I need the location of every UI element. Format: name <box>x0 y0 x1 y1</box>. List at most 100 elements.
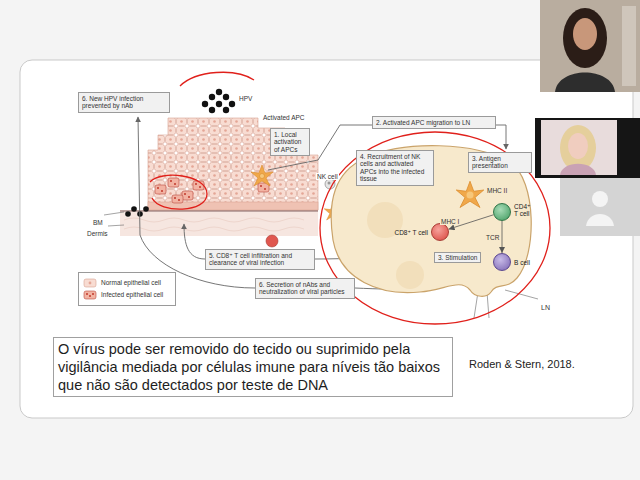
legend-swatch <box>89 295 91 297</box>
follicle <box>396 261 424 289</box>
annotation: MHC II <box>486 179 508 197</box>
presenter-video <box>573 18 597 50</box>
participant-avatar <box>586 214 614 226</box>
legend-swatch <box>92 293 94 295</box>
dermis <box>124 218 304 231</box>
participant-avatar <box>560 178 640 236</box>
callout-box: 3. Stimulation <box>434 246 481 264</box>
legend-swatch <box>84 279 96 287</box>
label-text: TCR <box>485 234 500 241</box>
callout-text: 2. Activated APC migration to LN <box>376 119 492 126</box>
participant-video <box>535 118 640 178</box>
infected-cells <box>184 193 186 195</box>
infected-cells <box>155 185 166 194</box>
basement-membrane <box>120 210 318 211</box>
lymph-node-outline <box>331 146 531 297</box>
infected-cells <box>170 180 172 182</box>
label-text: Dermis <box>86 230 109 237</box>
infiltrating-t-cell <box>266 235 278 247</box>
participant-avatar <box>592 191 608 207</box>
infected-cells <box>155 178 269 203</box>
caption-text: O vírus pode ser removido do tecido ou s… <box>58 340 448 394</box>
annotation: Roden & Stern, 2018. <box>468 354 576 372</box>
slide-frame <box>20 60 633 418</box>
presenter-video <box>540 0 640 92</box>
dermis <box>120 212 318 236</box>
infected-cells <box>182 191 193 200</box>
label-text: Activated APC <box>262 114 306 121</box>
hpv-virions <box>209 94 215 100</box>
participant-video <box>541 120 617 175</box>
hpv-virions <box>125 211 131 217</box>
infected-cells <box>178 199 180 201</box>
label-text: HPV <box>238 95 253 102</box>
presenter-video <box>540 0 640 92</box>
legend-swatch <box>83 278 97 288</box>
callout-box: 5. CD8⁺ T cell infiltration and clearanc… <box>205 249 315 270</box>
infected-cells <box>168 178 179 187</box>
annotation: Activated APC <box>262 106 306 124</box>
infected-cells <box>161 190 163 192</box>
hpv-virions <box>143 206 149 212</box>
infected-cells <box>157 180 266 201</box>
label-text: MHC I <box>440 218 460 225</box>
infected-cells <box>193 181 204 190</box>
legend-row: Infected epithelial cell <box>83 290 171 300</box>
hpv-virions <box>131 206 137 212</box>
leader-lines <box>108 225 124 226</box>
infected-cells <box>195 183 197 185</box>
legend-swatch <box>84 291 96 299</box>
legend: Normal epithelial cellInfected epithelia… <box>78 272 176 306</box>
callout-box: 4. Recruitment of NK cells and activated… <box>356 150 434 186</box>
cell-label: CD8⁺ T cell <box>386 229 428 236</box>
cell-label: B cell <box>514 259 530 266</box>
cell-circle: CD8⁺ T cell <box>431 223 449 241</box>
cell-label: CD4⁺ T cell <box>514 203 534 218</box>
hpv-virions <box>216 101 222 107</box>
hpv-virions <box>223 107 229 113</box>
node-label: LN <box>540 304 551 312</box>
presenter-video <box>555 73 615 93</box>
callout-box: 6. Secretion of nAbs and neutralization … <box>255 278 355 299</box>
infected-cells <box>157 187 159 189</box>
legend-text: Normal epithelial cell <box>101 279 161 286</box>
legend-text: Infected epithelial cell <box>101 291 163 298</box>
participant-video <box>568 133 588 159</box>
annotation: BM <box>92 211 104 229</box>
activated-apc <box>260 174 265 179</box>
label-text: MHC II <box>486 187 508 194</box>
dermis <box>120 212 318 236</box>
callout-text: 1. Local activation of APCs <box>274 131 306 153</box>
participant-video <box>560 125 596 171</box>
legend-swatch <box>89 282 92 285</box>
stimulation-arrow <box>502 221 503 253</box>
cell-circle: B cell <box>493 253 511 271</box>
nk-cell <box>328 182 331 185</box>
callout-box: 1. Local activation of APCs <box>270 128 310 156</box>
infected-cells <box>260 185 262 187</box>
hpv-virions <box>202 101 208 107</box>
infected-cells <box>172 195 183 203</box>
antigen-presenting-cell <box>467 192 474 199</box>
callout-box: 2. Activated APC migration to LN <box>372 116 496 129</box>
infected-cells <box>199 186 201 188</box>
annotation: Dermis <box>86 222 109 240</box>
callout-box: 6. New HPV infection prevented by nAb <box>78 92 170 113</box>
annotation: NK cell <box>316 165 339 183</box>
hpv-virions <box>223 94 229 100</box>
hpv-virions <box>209 107 215 113</box>
participant-video <box>535 118 640 178</box>
cell-circle: CD4⁺ T cell <box>493 203 511 221</box>
process-arrows <box>184 224 205 259</box>
presenter-video <box>563 8 607 68</box>
label-text: Roden & Stern, 2018. <box>468 358 576 371</box>
leader-lines <box>104 212 124 215</box>
participant-avatar <box>560 178 640 236</box>
presenter-video <box>622 6 636 86</box>
infected-cells <box>174 197 176 199</box>
epithelium <box>148 118 318 210</box>
legend-swatch <box>83 290 97 300</box>
